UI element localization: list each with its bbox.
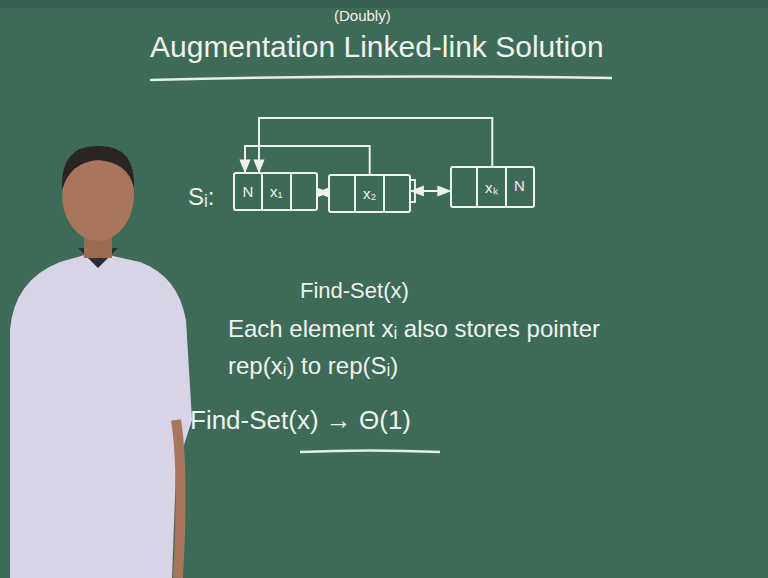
neck [84,228,112,258]
shirt [10,252,192,578]
head [62,149,134,241]
node-field: x₂ [354,176,383,211]
board-title: Augmentation Linked-link Solution [150,30,604,64]
arm [176,420,181,578]
board-edge [0,0,768,8]
operation-label: Find-Set(x) [300,274,409,308]
list-node-box: xₖN [450,166,535,208]
hair [62,146,134,190]
pointer-field [330,176,354,211]
pointer-field [290,174,316,209]
note-label: (Doubly) [334,4,391,27]
list-node-box: Nx₁ [233,172,318,211]
node-field: x₁ [261,174,290,209]
pointer-field [383,176,409,211]
list-link-arrow [318,192,328,194]
node-field: xₖ [476,168,505,206]
title-underline [150,76,612,80]
node-field: N [505,168,533,206]
complexity-label: Find-Set(x) → Θ(1) [190,400,411,440]
explanation-note: Each element xᵢ also stores pointer rep(… [228,310,648,384]
pointer-field [452,168,476,206]
list-link-arrow [411,190,450,192]
set-label: Sᵢ: [188,178,214,215]
list-node-box: x₂ [328,174,411,213]
rep-pointer-arrow [245,146,370,174]
rep-pointer-arrow [259,118,492,172]
result-underline [300,451,440,453]
collar [78,248,118,268]
node-field: N [235,174,261,209]
